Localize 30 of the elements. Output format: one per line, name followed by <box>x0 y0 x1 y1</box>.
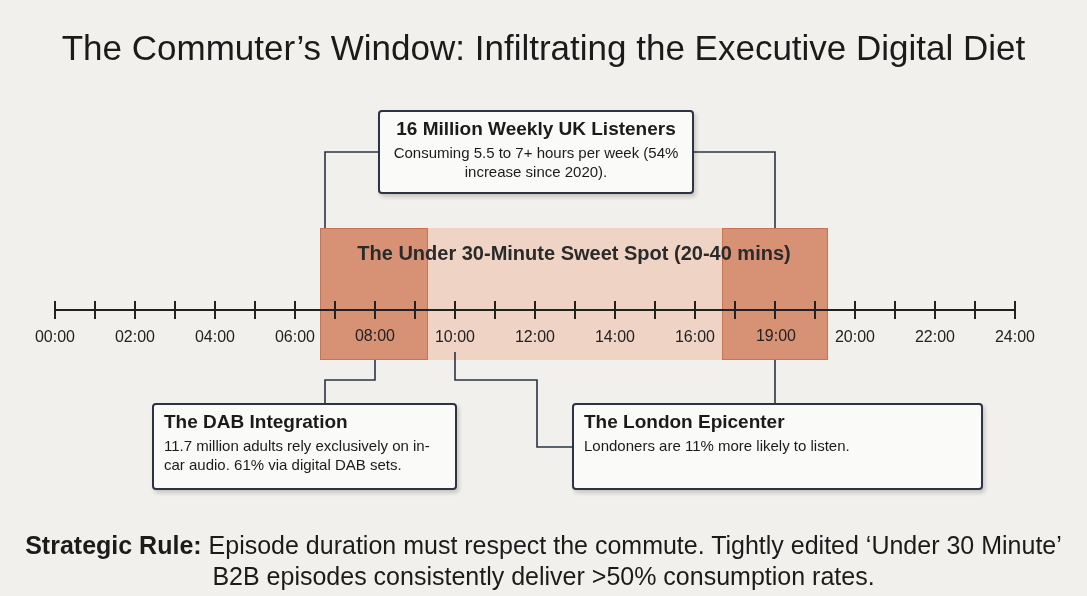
callout-text: Londoners are 11% more likely to listen. <box>584 436 851 455</box>
connector-line <box>774 359 776 404</box>
callout-heading: The DAB Integration <box>164 411 349 433</box>
time-label: 14:00 <box>593 328 636 346</box>
time-label: 10:00 <box>425 328 485 346</box>
time-label: 08:00 <box>353 327 396 345</box>
time-label: 20:00 <box>833 328 876 346</box>
callout-heading: The London Epicenter <box>584 411 786 433</box>
connector-line <box>454 351 573 448</box>
callout-text: Consuming 5.5 to 7+ hours per week (54% increase since 2020). <box>392 143 680 181</box>
time-label: 02:00 <box>113 328 156 346</box>
callout-box <box>152 403 457 490</box>
caption: Strategic Rule: Episode duration must respect the commute. Tightly edited ‘Under 30 Minute’ B2B episodes consistently deliver >50% consumption rates. <box>24 530 1063 592</box>
title: The Commuter’s Window: Infiltrating the Executive Digital Diet <box>60 28 1027 68</box>
connector-line <box>693 151 776 229</box>
connector-line <box>324 359 376 404</box>
callout-box <box>378 110 694 194</box>
time-label: 00:00 <box>33 328 76 346</box>
time-label: 24:00 <box>993 328 1036 346</box>
time-label: 19:00 <box>754 327 797 345</box>
connector-line <box>324 151 379 229</box>
highlight-band <box>320 228 828 360</box>
callout-text: 11.7 million adults rely exclusively on in-car audio. 61% via digital DAB sets. <box>164 436 431 474</box>
time-label: 04:00 <box>193 328 236 346</box>
time-label: 06:00 <box>273 328 316 346</box>
callout-box <box>572 403 983 490</box>
time-label: 22:00 <box>913 328 956 346</box>
time-label: 12:00 <box>513 328 556 346</box>
time-label: 16:00 <box>673 328 716 346</box>
callout-heading: 16 Million Weekly UK Listeners <box>395 118 677 140</box>
